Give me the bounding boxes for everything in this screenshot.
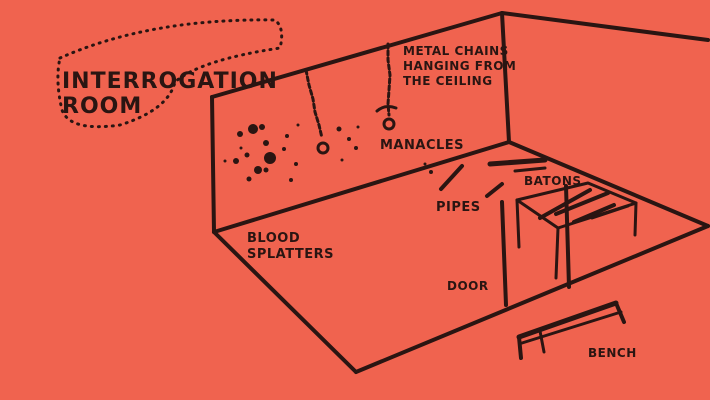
metal-chains-label: METAL CHAINS HANGING FROM THE CEILING [403,44,516,89]
manacle-hook [375,105,398,113]
back-wall-right-edge [500,11,511,144]
bench-seat-back [520,310,623,345]
baton-on-table [572,203,616,224]
pipes-label: PIPES [436,200,481,215]
pipe [439,164,464,191]
title-line-2: ROOM [62,94,143,120]
metal-chains-label-line-2: HANGING FROM [403,59,517,73]
baton-on-table [538,188,592,220]
door-label: DOOR [447,279,489,293]
pipe [485,182,504,198]
blood-splatters-label-line-1: BLOOD [247,231,301,246]
table-leg [554,226,560,280]
title-dotted-border [56,18,284,129]
bench-leg [614,301,626,324]
manacles-label: MANACLES [380,138,465,153]
back-wall-top-edge [210,11,504,99]
blood-splatters-label: BLOOD SPLATTERS [247,231,334,264]
manacle-ring [382,117,396,131]
back-wall-floor-edge [212,140,511,234]
title-line-1: INTERROGATION [62,69,278,94]
pipe [513,166,547,173]
back-wall-left-edge [210,95,216,234]
baton-on-table [554,191,610,216]
batons-label: BATONS [524,174,582,188]
floor-left-edge [212,230,358,374]
bench-seat [516,300,619,340]
metal-chains-label-line-1: METAL CHAINS [403,44,509,58]
floor-front-edge [354,224,710,374]
diagram-title: INTERROGATION ROOM [62,69,278,120]
side-wall-floor-edge [507,140,710,228]
blood-splatters [223,123,433,182]
manacle-ring [316,141,330,155]
bench-label: BENCH [588,346,637,360]
side-wall-top-edge [500,11,710,42]
metal-chains-label-line-3: THE CEILING [403,74,493,88]
metal-chain [386,42,392,117]
metal-chain [304,68,324,140]
pipe [487,157,548,167]
bench-leg [538,329,546,354]
table-leg [515,198,521,249]
door-left-edge [500,200,508,307]
table-leg [633,201,638,237]
blood-splatters-label-line-2: SPLATTERS [247,247,335,263]
baton-on-table [590,204,630,220]
bench-leg [517,335,523,360]
